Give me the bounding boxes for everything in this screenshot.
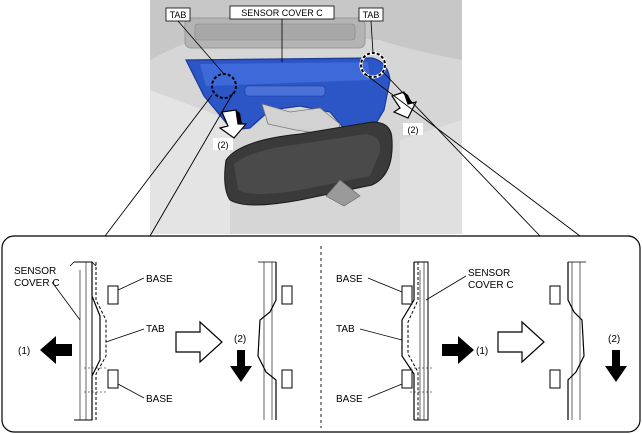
label-sensor-cover-c-right-1: SENSOR (468, 268, 510, 279)
photo-arrow-left (218, 109, 248, 139)
label-base-bottom-left: BASE (146, 394, 173, 405)
arrow-down-left (230, 350, 252, 382)
label-tab-left-detail: TAB (146, 324, 165, 335)
arrow-pull-right (442, 336, 474, 364)
step-label-pull-right: (1) (476, 346, 488, 357)
step-label-photo-right: (2) (408, 125, 419, 135)
step-label-down-left: (2) (234, 334, 246, 345)
arrow-pull-left (40, 336, 72, 364)
label-tab-right: TAB (363, 10, 380, 20)
label-base-top-left: BASE (146, 274, 173, 285)
arrow-transition-right (497, 320, 545, 364)
step-label-photo-left: (2) (218, 140, 229, 150)
top-photo: TAB SENSOR COVER C TAB (2) (2) (150, 0, 462, 234)
label-base-bottom-right: BASE (336, 394, 363, 405)
label-tab-right-detail: TAB (336, 324, 355, 335)
label-sensor-cover-c: SENSOR COVER C (241, 8, 323, 18)
detail-right: BASE SENSOR COVER C TAB BASE (1) (2) (336, 261, 627, 421)
label-base-top-right: BASE (336, 274, 363, 285)
detail-left: SENSOR COVER C BASE TAB BASE (1) (2) (14, 261, 293, 421)
arrow-down-right (605, 350, 627, 382)
arrow-transition-left (175, 320, 223, 364)
label-sensor-cover-c-left-2: COVER C (14, 278, 60, 289)
label-sensor-cover-c-right-2: COVER C (468, 280, 514, 291)
step-label-pull-left: (1) (18, 346, 30, 357)
label-tab-left: TAB (170, 10, 187, 20)
detail-panel (1, 235, 641, 433)
label-sensor-cover-c-left-1: SENSOR (14, 266, 56, 277)
step-label-down-right: (2) (608, 334, 620, 345)
